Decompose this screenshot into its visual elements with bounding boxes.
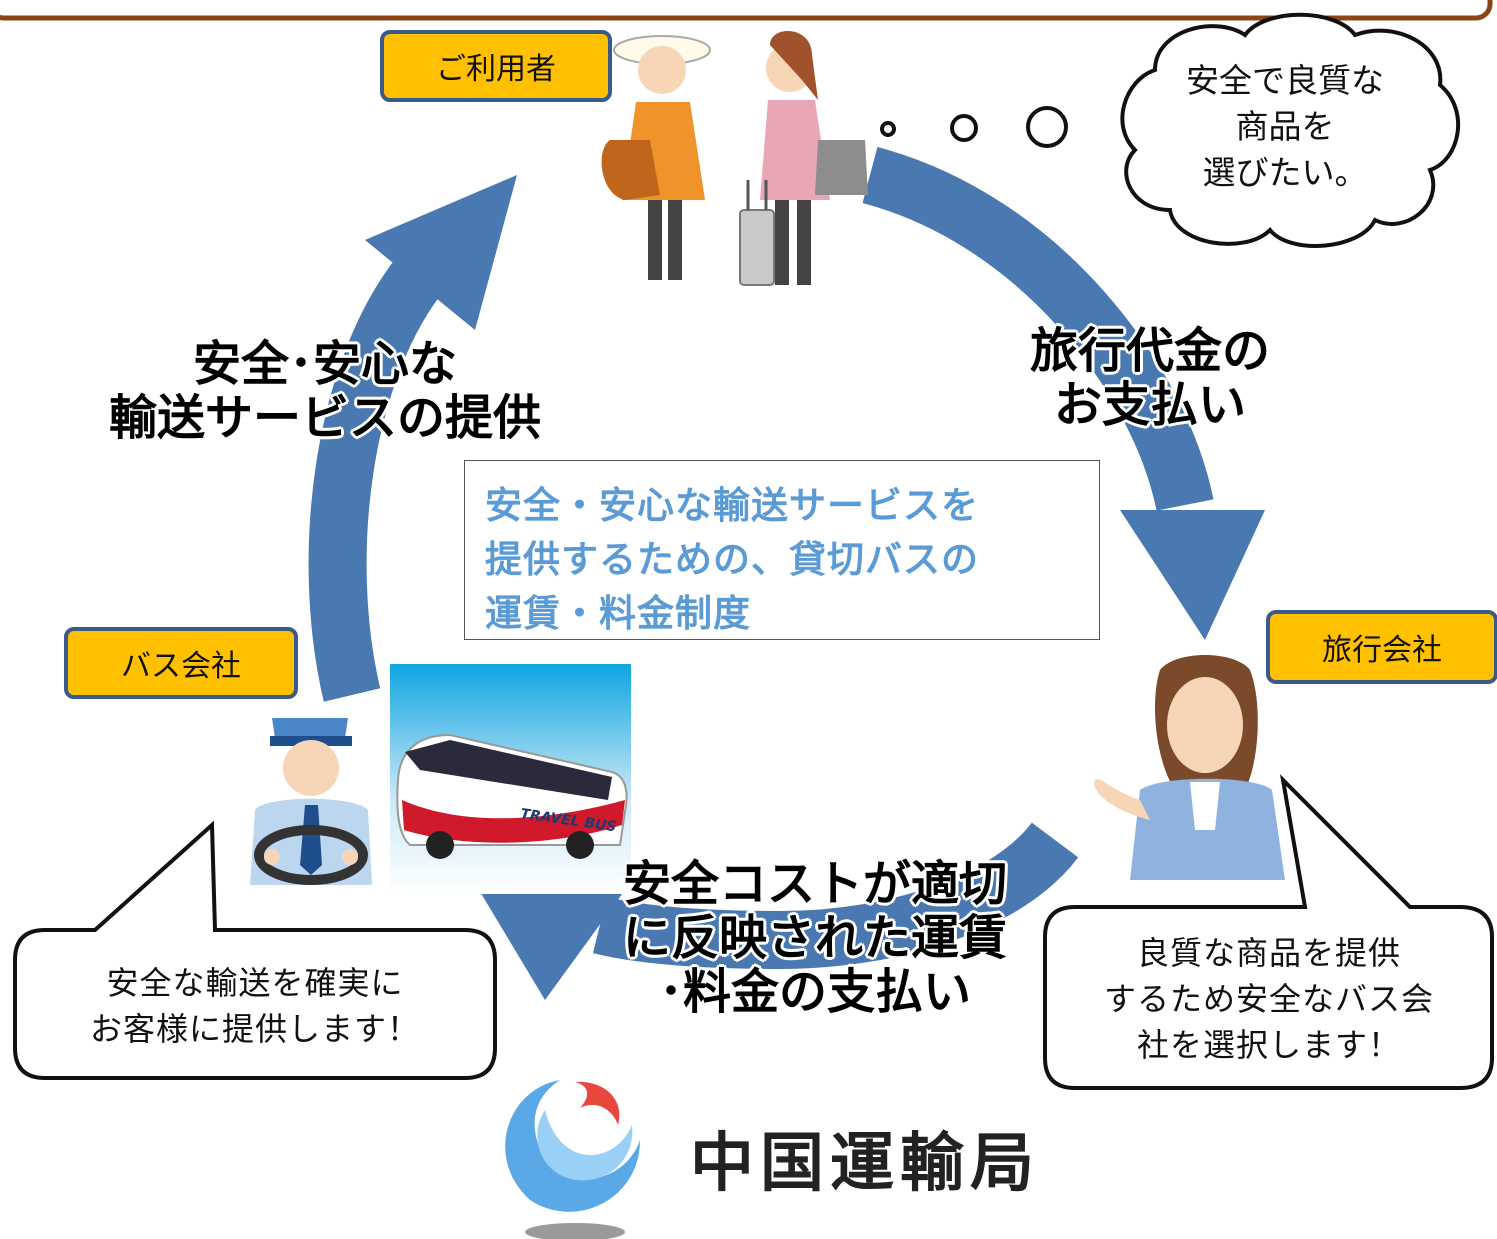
thought-dot-medium xyxy=(950,114,978,142)
flow-fare-text: 安全コストが適切 に反映された運賃 ･料金の支払い xyxy=(610,856,1020,1020)
arrow-payment xyxy=(862,146,1265,640)
arrow-service xyxy=(308,175,517,702)
role-travel-agency-label: 旅行会社 xyxy=(1266,610,1497,684)
role-customer-label: ご利用者 xyxy=(380,30,612,102)
bus-speech-line2: お客様に提供します！ xyxy=(89,1010,420,1048)
agency-speech-line2: するため安全なバス会 xyxy=(1103,980,1434,1018)
thought-line1: 安全で良質な xyxy=(1186,61,1384,100)
bus-speech-text: 安全な輸送を確実に お客様に提供します！ xyxy=(25,960,485,1052)
center-title-box: 安全・安心な輸送サービスを 提供するための、貸切バスの 運賃・料金制度 xyxy=(464,460,1100,640)
flow-service-text: 安全･安心な 輸送サービスの提供 xyxy=(90,336,560,446)
flow-payment-line2: お支払い xyxy=(1053,376,1246,433)
flow-service-line2: 輸送サービスの提供 xyxy=(108,389,541,446)
thought-text: 安全で良質な 商品を 選びたい。 xyxy=(1150,58,1420,196)
arrow-fare xyxy=(470,821,1079,1000)
thought-dot-small xyxy=(880,121,896,137)
flow-service-line1: 安全･安心な xyxy=(192,336,457,392)
center-title-line2: 提供するための、貸切バスの xyxy=(485,538,979,581)
driver-illustration xyxy=(250,718,372,885)
bus-speech-bubble xyxy=(13,820,497,1080)
center-title-line1: 安全・安心な輸送サービスを xyxy=(485,484,979,527)
thought-line2: 商品を xyxy=(1235,107,1335,146)
role-bus-company-label: バス会社 xyxy=(64,627,298,699)
flow-payment-text: 旅行代金の お支払い xyxy=(1010,323,1290,433)
logo-name: 中国運輸局 xyxy=(690,1127,1040,1201)
agent-illustration xyxy=(1094,655,1285,880)
agency-speech-bubble xyxy=(1043,774,1494,1090)
top-banner xyxy=(0,0,1493,21)
customers-illustration xyxy=(601,31,868,286)
flow-payment-line1: 旅行代金の xyxy=(1029,323,1270,379)
agency-speech-text: 良質な商品を提供 するため安全なバス会 社を選択します！ xyxy=(1052,930,1486,1068)
flow-fare-line1: 安全コストが適切 xyxy=(622,856,1007,912)
agency-speech-line3: 社を選択します！ xyxy=(1136,1026,1401,1064)
thought-cloud xyxy=(1120,12,1461,248)
chugoku-transport-bureau-logo xyxy=(505,1080,640,1239)
bus-speech-line1: 安全な輸送を確実に xyxy=(106,964,404,1002)
thought-line3: 選びたい。 xyxy=(1202,153,1368,192)
agency-speech-line1: 良質な商品を提供 xyxy=(1136,934,1401,972)
bus-image: TRAVEL BUS xyxy=(390,664,631,894)
flow-fare-line2: に反映された運賃 xyxy=(622,909,1007,966)
thought-dot-large xyxy=(1026,106,1068,148)
flow-fare-line3: ･料金の支払い xyxy=(658,963,971,1020)
center-title-line3: 運賃・料金制度 xyxy=(485,592,751,635)
